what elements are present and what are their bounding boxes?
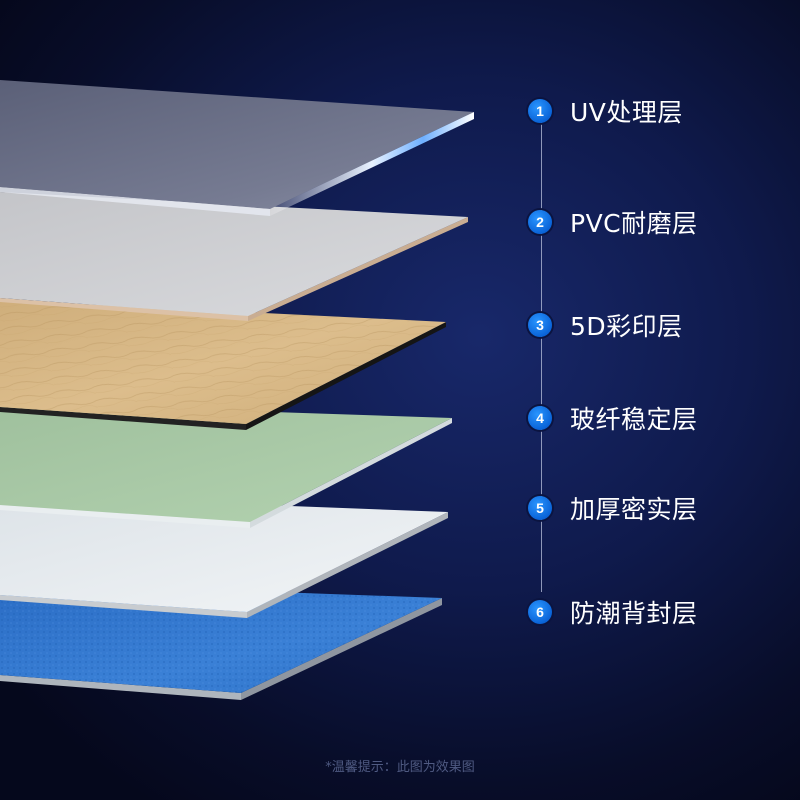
number-badge: 4 bbox=[528, 406, 552, 430]
number-badge: 1 bbox=[528, 99, 552, 123]
legend-item-back-seal: 6 防潮背封层 bbox=[528, 597, 698, 628]
legend-item-uv: 1 UV处理层 bbox=[528, 96, 683, 127]
back-seal-layer bbox=[0, 582, 442, 700]
legend-connector-line bbox=[541, 122, 542, 592]
legend-item-glass-fiber: 4 玻纤稳定层 bbox=[528, 403, 698, 434]
layer-label: PVC耐磨层 bbox=[570, 209, 698, 238]
layer-label: 5D彩印层 bbox=[570, 312, 683, 341]
uv-treatment-layer bbox=[0, 80, 474, 216]
layer-label: 加厚密实层 bbox=[570, 495, 698, 524]
glass-fiber-layer bbox=[0, 403, 452, 528]
pvc-wear-layer bbox=[0, 192, 468, 321]
legend-item-dense: 5 加厚密实层 bbox=[528, 493, 698, 524]
layer-label: 玻纤稳定层 bbox=[570, 405, 698, 434]
legend-item-print: 3 5D彩印层 bbox=[528, 310, 683, 341]
number-badge: 2 bbox=[528, 210, 552, 234]
number-badge: 3 bbox=[528, 313, 552, 337]
footnote: *温馨提示：此图为效果图 bbox=[325, 760, 475, 775]
number-badge: 6 bbox=[528, 600, 552, 624]
layer-label: UV处理层 bbox=[570, 98, 683, 127]
layer-label: 防潮背封层 bbox=[570, 599, 698, 628]
number-badge: 5 bbox=[528, 496, 552, 520]
legend-item-pvc: 2 PVC耐磨层 bbox=[528, 207, 698, 238]
dense-layer bbox=[0, 495, 448, 618]
print-layer bbox=[0, 300, 446, 430]
